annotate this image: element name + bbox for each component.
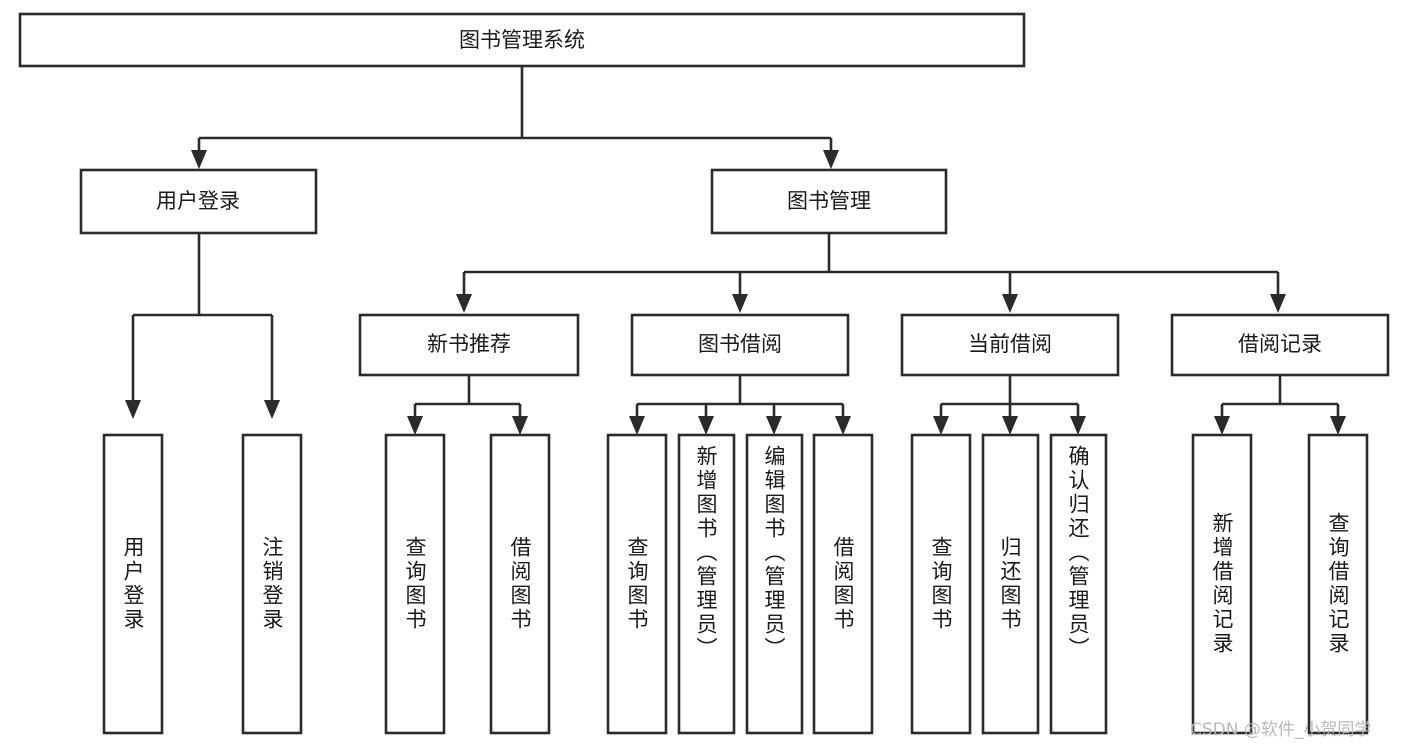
node-leaf-query-book-1-box[interactable] [384, 433, 446, 735]
node-borrow-record-label: 借阅记录 [1238, 332, 1322, 356]
node-leaf-query-book-2-box[interactable] [606, 433, 668, 735]
node-book-manage[interactable]: 图书管理 [710, 168, 948, 235]
node-leaf-add-record[interactable]: 新增借阅记录 [1191, 433, 1253, 735]
node-leaf-user-login[interactable]: 用户登录 [102, 433, 164, 735]
node-leaf-borrow-book-1-label: 借阅图书 [508, 536, 532, 632]
node-leaf-confirm-return-label: 确认归还（管理员） [1066, 445, 1090, 661]
node-leaf-logout-label: 注销登录 [260, 536, 284, 632]
arrowhead-book-borrow [732, 294, 748, 313]
edges-book-borrow-to-leaves [629, 375, 851, 435]
edges-root-to-level2 [191, 66, 839, 169]
node-leaf-logout[interactable]: 注销登录 [241, 433, 303, 735]
node-leaf-query-record-label: 查询借阅记录 [1326, 512, 1350, 656]
node-leaf-return-book-label: 归还图书 [998, 536, 1022, 632]
node-book-manage-label: 图书管理 [787, 189, 871, 213]
node-leaf-add-book-label: 新增图书（管理员） [694, 445, 718, 661]
node-current-borrow-label: 当前借阅 [968, 332, 1052, 356]
node-leaf-user-login-label: 用户登录 [121, 536, 145, 632]
node-borrow-record[interactable]: 借阅记录 [1170, 313, 1390, 377]
node-book-borrow-label: 图书借阅 [698, 332, 782, 356]
arrowhead-new-book-recommend [456, 294, 472, 313]
node-leaf-logout-box[interactable] [241, 433, 303, 735]
arrowhead-leaf-add-book [698, 416, 714, 435]
arrowhead-leaf-confirm-return [1070, 416, 1086, 435]
edges-borrow-record-to-leaves [1214, 375, 1346, 435]
node-root-box[interactable] [18, 12, 1026, 68]
node-leaf-add-record-label: 新增借阅记录 [1210, 512, 1234, 656]
arrowhead-book-manage [823, 150, 839, 169]
node-leaf-borrow-book-2-box[interactable] [812, 433, 874, 735]
node-leaf-query-book-2-label: 查询图书 [625, 536, 649, 632]
arrowhead-leaf-edit-book [766, 416, 782, 435]
arrowhead-user-login [191, 150, 207, 169]
node-leaf-query-book-3-box[interactable] [910, 433, 972, 735]
node-leaf-edit-book-label: 编辑图书（管理员） [762, 445, 786, 661]
arrowhead-leaf-user-login [125, 400, 141, 419]
node-leaf-query-book-1-label: 查询图书 [403, 536, 427, 632]
arrowhead-leaf-query-book-2 [629, 416, 645, 435]
node-leaf-add-book[interactable]: 新增图书（管理员） [677, 433, 736, 735]
arrowhead-leaf-query-record [1330, 416, 1346, 435]
node-current-borrow[interactable]: 当前借阅 [900, 313, 1120, 377]
node-new-book-recommend[interactable]: 新书推荐 [358, 313, 580, 377]
node-leaf-query-book-2[interactable]: 查询图书 [606, 433, 668, 735]
node-leaf-query-record-box[interactable] [1307, 433, 1369, 735]
arrowhead-leaf-query-book-1 [407, 416, 423, 435]
node-leaf-borrow-book-2-label: 借阅图书 [831, 536, 855, 632]
arrowhead-leaf-return-book [1002, 416, 1018, 435]
node-leaf-confirm-return[interactable]: 确认归还（管理员） [1049, 433, 1108, 735]
node-leaf-edit-book-box[interactable] [745, 433, 804, 735]
csdn-watermark: CSDN @软件_小贺同学 [1190, 720, 1371, 740]
node-leaf-query-book-3-label: 查询图书 [929, 536, 953, 632]
node-user-login[interactable]: 用户登录 [79, 168, 318, 235]
node-leaf-add-book-box[interactable] [677, 433, 736, 735]
node-new-book-recommend-box[interactable] [358, 313, 580, 377]
node-leaf-edit-book[interactable]: 编辑图书（管理员） [745, 433, 804, 735]
arrowhead-current-borrow [1002, 294, 1018, 313]
edges-new-book-recommend-to-leaves [407, 375, 528, 435]
node-root-label: 图书管理系统 [459, 28, 585, 52]
node-leaf-query-book-3[interactable]: 查询图书 [910, 433, 972, 735]
node-leaf-return-book[interactable]: 归还图书 [981, 433, 1040, 735]
node-leaf-borrow-book-2[interactable]: 借阅图书 [812, 433, 874, 735]
node-root[interactable]: 图书管理系统 [18, 12, 1026, 68]
node-leaf-borrow-book-1[interactable]: 借阅图书 [489, 433, 551, 735]
arrowhead-leaf-borrow-book-2 [835, 416, 851, 435]
edges-current-borrow-to-leaves [933, 375, 1086, 435]
node-leaf-return-book-box[interactable] [981, 433, 1040, 735]
node-book-manage-box[interactable] [710, 168, 948, 235]
node-book-borrow-box[interactable] [630, 313, 850, 377]
node-user-login-label: 用户登录 [156, 189, 240, 213]
node-new-book-recommend-label: 新书推荐 [427, 332, 511, 356]
arrowhead-leaf-query-book-3 [933, 416, 949, 435]
edges-user-login-to-leaves [125, 233, 280, 419]
node-leaf-user-login-box[interactable] [102, 433, 164, 735]
node-leaf-add-record-box[interactable] [1191, 433, 1253, 735]
node-book-borrow[interactable]: 图书借阅 [630, 313, 850, 377]
node-leaf-confirm-return-box[interactable] [1049, 433, 1108, 735]
node-leaf-query-record[interactable]: 查询借阅记录 [1307, 433, 1369, 735]
edges-book-manage-to-level3 [456, 233, 1286, 313]
node-borrow-record-box[interactable] [1170, 313, 1390, 377]
node-user-login-box[interactable] [79, 168, 318, 235]
arrowhead-borrow-record [1270, 294, 1286, 313]
node-leaf-borrow-book-1-box[interactable] [489, 433, 551, 735]
arrowhead-leaf-add-record [1214, 416, 1230, 435]
arrowhead-leaf-borrow-book-1 [512, 416, 528, 435]
node-leaf-query-book-1[interactable]: 查询图书 [384, 433, 446, 735]
arrowhead-leaf-logout [264, 400, 280, 419]
node-current-borrow-box[interactable] [900, 313, 1120, 377]
